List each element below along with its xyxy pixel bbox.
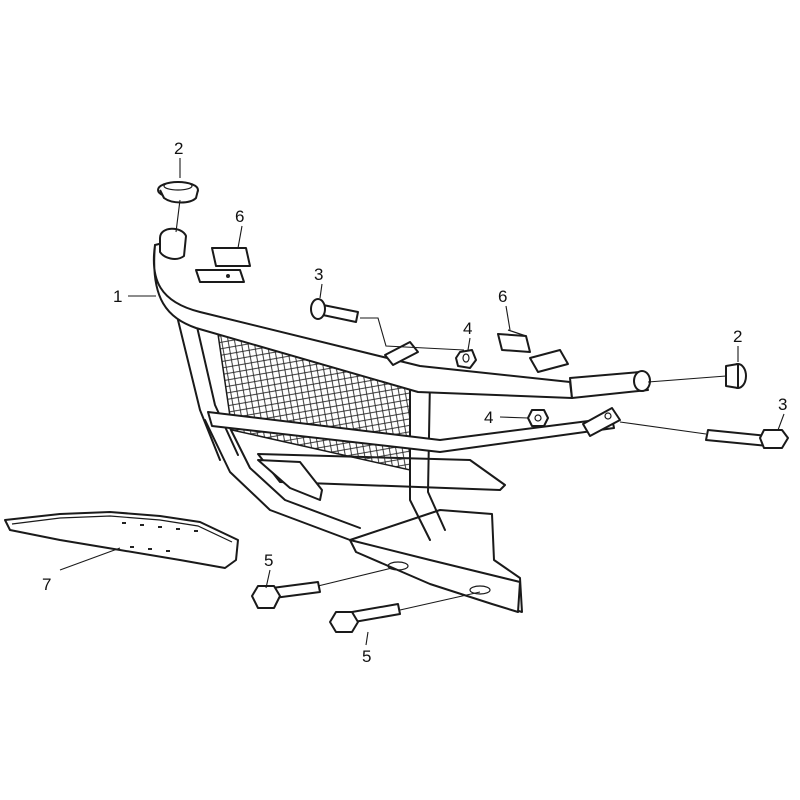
callout-2-top: 2 bbox=[174, 139, 183, 158]
bracket-part-6-left bbox=[211, 247, 251, 267]
callout-6-right: 6 bbox=[498, 287, 507, 306]
end-cap-part-2-top bbox=[157, 181, 199, 204]
leader-lines bbox=[59, 158, 785, 646]
callout-4-upper: 4 bbox=[463, 319, 472, 338]
end-cap-part-2-right bbox=[725, 363, 747, 389]
bolt-part-5-center bbox=[329, 603, 401, 633]
bumper-frame-part-1 bbox=[152, 227, 651, 613]
callout-2-right: 2 bbox=[733, 327, 742, 346]
callout-5-bottom: 5 bbox=[362, 647, 371, 666]
callout-4-lower: 4 bbox=[484, 408, 493, 427]
nut-part-4-lower bbox=[527, 409, 549, 427]
callouts: 1 2 2 3 3 4 4 5 5 6 6 7 bbox=[42, 139, 787, 666]
callout-6-left: 6 bbox=[235, 207, 244, 226]
bolt-part-5-left bbox=[251, 581, 321, 609]
callout-3-upper: 3 bbox=[314, 265, 323, 284]
callout-1: 1 bbox=[113, 287, 122, 306]
nut-part-4-upper bbox=[455, 349, 477, 369]
bolt-part-3-upper bbox=[310, 298, 359, 323]
callout-5-left: 5 bbox=[264, 551, 273, 570]
bolt-part-3-right bbox=[705, 429, 789, 449]
callout-3-right: 3 bbox=[778, 395, 787, 414]
callout-7: 7 bbox=[42, 575, 51, 594]
bracket-part-6-right bbox=[497, 329, 531, 353]
skid-plate-part-7 bbox=[4, 511, 239, 569]
